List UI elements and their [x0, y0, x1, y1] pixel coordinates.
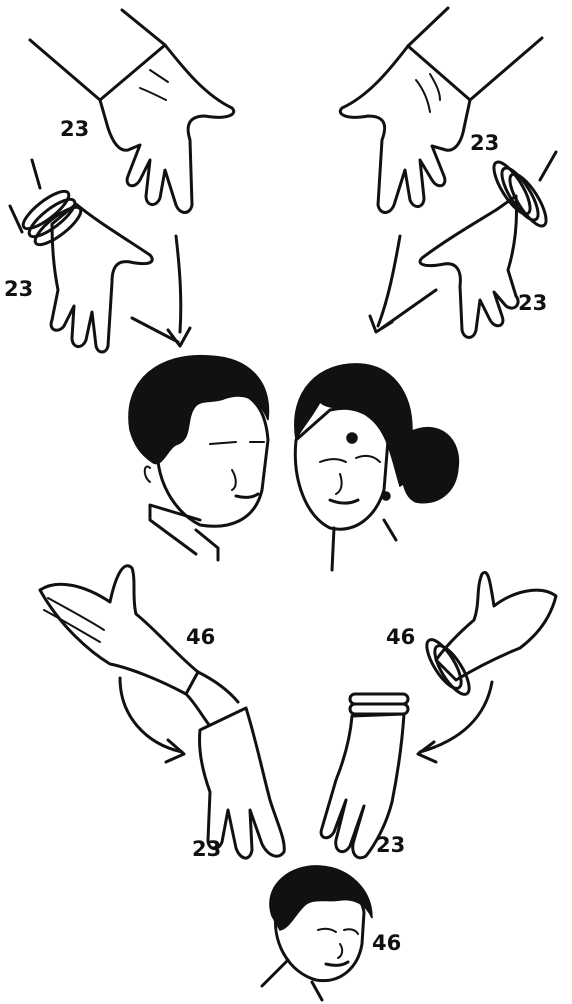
mother-head [295, 364, 459, 570]
father-hand-offering [40, 566, 284, 858]
father-head [129, 356, 269, 560]
label-father-cell: 46 [186, 625, 215, 649]
label-child-hand-right: 23 [376, 833, 405, 857]
child-head [262, 866, 372, 1000]
label-child-cell: 46 [372, 931, 401, 955]
arrow-mother-to-gamete [418, 682, 492, 762]
label-father-hand-top-left: 23 [60, 117, 89, 141]
label-mother-hand-right: 23 [518, 291, 547, 315]
label-child-hand-left: 23 [192, 837, 221, 861]
label-mother-hand-left: 23 [4, 277, 33, 301]
mother-hand-offering [321, 572, 556, 857]
label-mother-cell: 46 [386, 625, 415, 649]
label-father-hand-top-right: 23 [470, 131, 499, 155]
father-hand-top-left [30, 10, 234, 213]
arrow-to-mother [370, 236, 436, 332]
father-hand-top-right [340, 8, 542, 213]
arrow-father-to-gamete [120, 678, 184, 762]
mother-hand-left [10, 160, 152, 352]
